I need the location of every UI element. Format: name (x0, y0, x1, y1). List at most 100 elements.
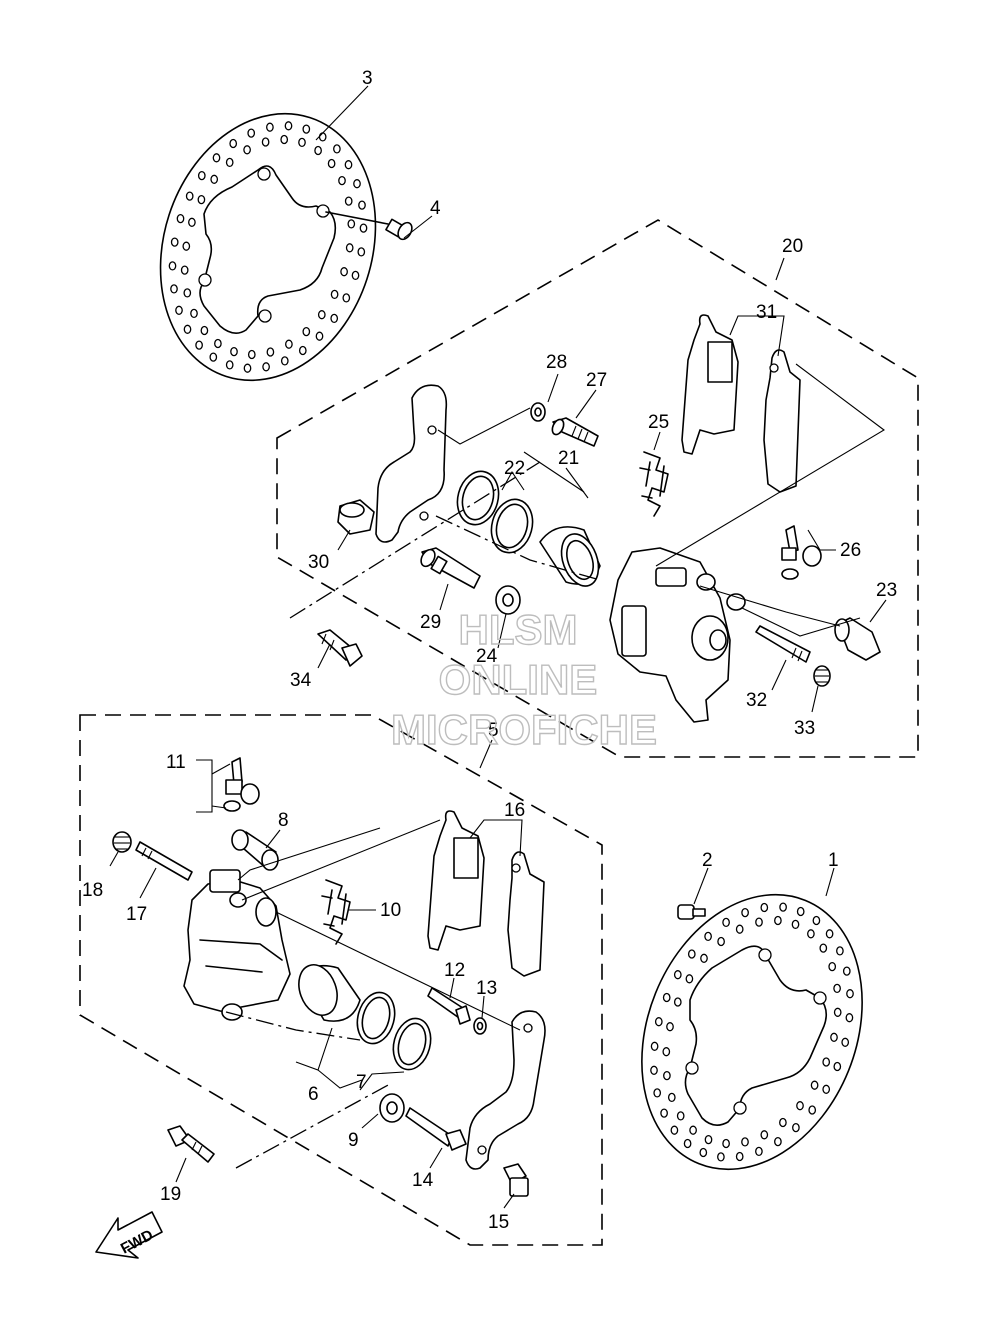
disc-lower-inner-hole (722, 1138, 730, 1149)
disc-lower-hole (846, 989, 854, 999)
disc-upper-hole (280, 356, 289, 366)
callout-labels: 3 4 20 31 28 27 25 22 21 26 23 30 29 24 … (82, 68, 897, 1233)
callout-33: 33 (794, 718, 815, 739)
disc-upper-inner-hole (247, 349, 256, 360)
upper-link-lines-c (699, 585, 841, 627)
bolt-29 (420, 547, 481, 589)
disc-upper-hole (330, 313, 339, 324)
upper-centerline (289, 461, 541, 619)
watermark-line-2: ONLINE (439, 656, 598, 703)
callout-8: 8 (278, 810, 289, 831)
sleeve-9 (379, 1093, 405, 1123)
disc-lower-inner-hole (810, 1080, 819, 1090)
disc-upper-hole (247, 128, 256, 138)
disc-lower-inner-hole (833, 983, 841, 994)
disc-lower-hole (833, 1061, 842, 1072)
callout-23: 23 (876, 580, 897, 601)
disc-lower-inner-hole (822, 1057, 831, 1067)
disc-upper-inner-hole (230, 346, 238, 357)
disc-lower-hole (812, 915, 821, 926)
disc-lower-hole (687, 949, 696, 959)
disc-lower-hole (841, 1037, 850, 1047)
assembly-5-boundary (79, 714, 603, 1246)
disc-upper-inner-hole (210, 174, 219, 184)
disc-lower-inner-hole (667, 1092, 676, 1103)
lower-link-lines-b (275, 911, 521, 1031)
callout-13: 13 (476, 978, 497, 999)
disc-lower-inner-hole (807, 929, 815, 939)
callout-24: 24 (476, 646, 498, 667)
callout-7: 7 (356, 1072, 367, 1093)
disc-upper-inner-hole (243, 145, 251, 155)
disc-lower-hole (845, 1013, 854, 1023)
upper-link-lines-b (655, 363, 885, 567)
disc-lower-inner-hole (685, 974, 694, 984)
callout-18: 18 (82, 880, 103, 901)
disc-lower-inner-hole (663, 1070, 671, 1081)
disc-lower-hole (735, 1151, 744, 1162)
bolt-23 (834, 617, 881, 661)
watermark-line-1: HLSM (459, 606, 578, 653)
nut-24 (495, 585, 521, 615)
disc-upper-inner-hole (200, 325, 209, 336)
disc-upper-hole (262, 362, 270, 372)
disc-upper-hole (351, 270, 360, 281)
disc-lower-inner-hole (833, 1007, 842, 1017)
disc-upper-hole (315, 331, 324, 341)
disc-lower-hole (760, 902, 769, 913)
disc-lower-hole (699, 1147, 708, 1158)
piston-lower (298, 964, 361, 1022)
disc-upper-inner-hole (327, 158, 336, 169)
disc-upper-hole (359, 223, 368, 233)
disc-lower-hole (722, 917, 730, 928)
disc-lower-hole (822, 1084, 831, 1094)
disc-lower-hole (660, 1108, 668, 1118)
disc-upper-hole (358, 200, 366, 210)
disc-upper-hole (357, 247, 366, 257)
disc-lower-hole (808, 1105, 817, 1115)
piston-seals-upper (456, 470, 534, 554)
disc-upper-inner-hole (214, 338, 222, 349)
disc-upper-inner-hole (298, 137, 306, 148)
disc-lower-hole (650, 1065, 658, 1075)
disc-lower-hole (774, 1136, 782, 1147)
washer-13 (473, 1017, 487, 1035)
bolt-19 (167, 1125, 215, 1163)
plug-33 (813, 665, 831, 687)
disc-upper-hole (170, 237, 179, 247)
forward-arrow-icon: FWD (95, 1211, 163, 1259)
upper-link-lines-a (437, 407, 531, 445)
callout-2: 2 (702, 850, 713, 871)
callout-1: 1 (828, 850, 839, 871)
disc-upper-hole (195, 340, 203, 350)
disc-upper-hole (209, 352, 218, 362)
disc-upper-hole (197, 170, 206, 181)
disc-upper-hole (298, 345, 307, 356)
disc-lower-hole (650, 1041, 659, 1051)
plug-18 (112, 831, 132, 853)
callout-11: 11 (166, 752, 186, 773)
disc-upper-inner-hole (183, 288, 192, 298)
disc-lower-hole (825, 929, 834, 939)
disc-lower-inner-hole (717, 936, 725, 947)
disc-lower-inner-hole (666, 1022, 674, 1032)
leader-lines (109, 85, 887, 1209)
callout-21: 21 (558, 448, 579, 469)
disc-upper-inner-hole (314, 145, 322, 156)
callout-22: 22 (504, 458, 525, 479)
callout-4: 4 (430, 198, 441, 219)
disc-upper-hole (342, 293, 351, 303)
callout-29: 29 (420, 612, 441, 633)
lower-link-lines-a (241, 819, 441, 901)
disc-upper-inner-hole (338, 175, 346, 186)
bolt-12 (427, 987, 471, 1025)
callout-5: 5 (488, 720, 499, 741)
disc-lower-hole (662, 992, 671, 1003)
disc-lower-hole (704, 931, 712, 942)
watermark-line-3: MICROFICHE (391, 706, 657, 753)
disc-upper-inner-hole (197, 194, 206, 205)
pin-17 (135, 841, 193, 881)
disc-upper-hole (229, 138, 238, 149)
watermark: HLSM ONLINE MICROFICHE (390, 605, 657, 753)
disc-lower-hole (842, 966, 851, 976)
